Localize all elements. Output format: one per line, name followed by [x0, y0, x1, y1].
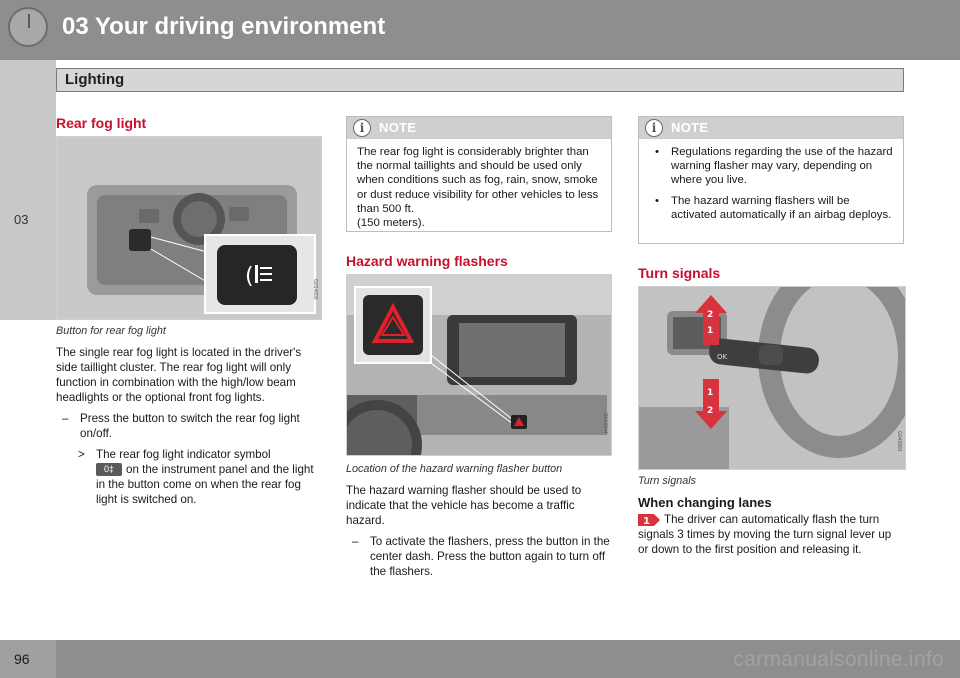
side-tab-label: 03 — [14, 212, 29, 227]
note-bullet: • Regulations regarding the use of the h… — [649, 145, 893, 188]
rear-fog-paragraph: The single rear fog light is located in … — [56, 346, 302, 404]
subheading-changing-lanes: When changing lanes — [638, 495, 772, 510]
svg-text:(: ( — [245, 264, 254, 289]
turn-paragraph-text: The driver can automatically flash the t… — [638, 513, 892, 556]
heading-turn-signals: Turn signals — [638, 265, 721, 281]
page-footer: 96 carmanualsonline.info — [0, 640, 960, 678]
chapter-title: 03 Your driving environment — [62, 13, 386, 40]
result-mark: > — [78, 448, 85, 461]
callout-number: 1 — [643, 516, 650, 526]
dash-mark: – — [352, 535, 359, 548]
bullet-mark: • — [655, 194, 659, 207]
rear-fog-result-before: The rear fog light indicator symbol — [96, 448, 271, 461]
page-number: 96 — [14, 651, 30, 667]
svg-text:1: 1 — [707, 326, 713, 336]
hazard-step: – To activate the flashers, press the bu… — [346, 534, 612, 579]
rear-fog-symbol-icon: 0‡ — [96, 463, 122, 477]
hazard-text: Location of the hazard warning flasher b… — [346, 462, 612, 579]
note-box-hazard: i NOTE • Regulations regarding the use o… — [638, 116, 904, 244]
note-bullet: • The hazard warning flashers will be ac… — [649, 194, 893, 222]
turn-signals-image: OK 2 1 1 2 G040991 — [638, 286, 906, 470]
svg-text:1: 1 — [707, 388, 713, 398]
hazard-paragraph: The hazard warning flasher should be use… — [346, 484, 582, 527]
image-code: G040344 — [602, 413, 608, 434]
turn-caption: Turn signals — [638, 475, 697, 487]
turn-heading-wrap: Turn signals — [638, 266, 904, 281]
watermark: carmanualsonline.info — [733, 648, 944, 671]
bullet-text: The hazard warning flashers will be acti… — [671, 194, 892, 221]
turn-paragraph: 1 The driver can automatically flash the… — [638, 512, 904, 557]
turn-signals-illustration: OK 2 1 1 2 — [639, 287, 905, 469]
section-title: Lighting — [65, 71, 125, 88]
bullet-text: Regulations regarding the use of the haz… — [671, 146, 893, 187]
info-icon: i — [645, 119, 663, 137]
image-code: G040991 — [896, 431, 902, 452]
column-rear-fog: Rear fog light — [56, 116, 326, 131]
note-box-fog: i NOTE The rear fog light is considerabl… — [346, 116, 612, 232]
hazard-flasher-illustration — [347, 275, 611, 455]
section-bar: Lighting — [56, 68, 904, 92]
svg-text:2: 2 — [707, 406, 713, 416]
heading-rear-fog-light: Rear fog light — [56, 115, 147, 131]
rear-fog-light-image: ( G014603 — [56, 136, 322, 320]
footer-page-box: 96 — [0, 640, 56, 678]
svg-text:2: 2 — [707, 310, 713, 320]
note-title: NOTE — [379, 120, 417, 135]
info-icon: i — [353, 119, 371, 137]
dash-mark: – — [62, 412, 69, 425]
hazard-caption: Location of the hazard warning flasher b… — [346, 463, 563, 475]
rear-fog-light-illustration: ( — [57, 137, 321, 319]
rear-fog-caption: Button for rear fog light — [56, 325, 166, 337]
note-header: i NOTE — [639, 117, 903, 139]
bullet-mark: • — [655, 146, 659, 158]
chapter-header: 03 Your driving environment — [0, 0, 960, 60]
heading-hazard-warning: Hazard warning flashers — [346, 253, 508, 269]
note-header: i NOTE — [347, 117, 611, 139]
rear-fog-step-text: Press the button to switch the rear fog … — [80, 412, 300, 440]
gauge-icon — [8, 7, 48, 47]
rear-fog-step: – Press the button to switch the rear fo… — [56, 411, 324, 441]
turn-text: Turn signals When changing lanes 1 The d… — [638, 474, 904, 557]
note-text: The rear fog light is considerably brigh… — [357, 146, 599, 230]
rear-fog-text: Button for rear fog light The single rea… — [56, 324, 324, 507]
image-code: G014603 — [312, 279, 318, 300]
svg-text:OK: OK — [717, 353, 728, 361]
hazard-flasher-image: G040344 — [346, 274, 612, 456]
hazard-step-text: To activate the flashers, press the butt… — [370, 535, 610, 578]
note-bullets: • Regulations regarding the use of the h… — [639, 139, 903, 234]
note-title: NOTE — [671, 120, 709, 135]
side-tab: 03 — [0, 60, 56, 320]
callout-1-icon: 1 — [638, 513, 660, 526]
rear-fog-result: > The rear fog light indicator symbol 0‡… — [56, 447, 324, 507]
rear-fog-result-after: on the instrument panel and the light in… — [96, 463, 314, 506]
hazard-heading-wrap: Hazard warning flashers — [346, 254, 612, 269]
